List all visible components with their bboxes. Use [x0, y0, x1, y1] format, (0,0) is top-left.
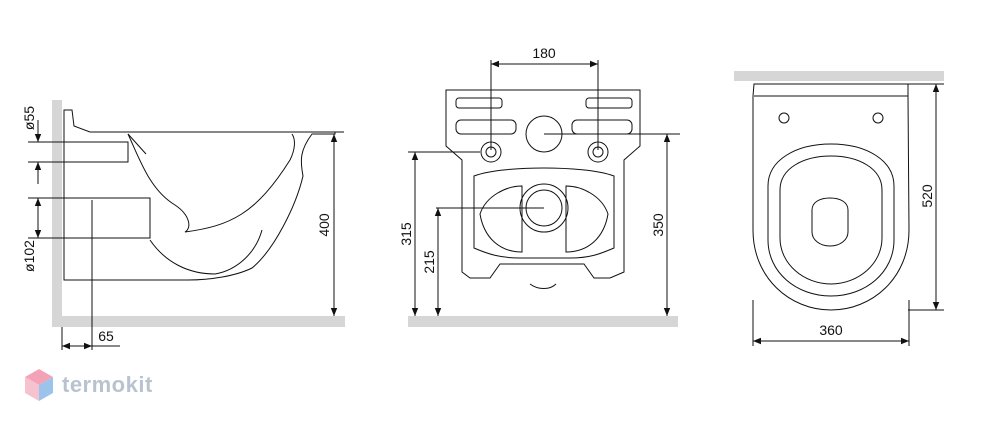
dim-pipe-top-label: ø55 — [21, 106, 37, 130]
back-view — [408, 60, 680, 327]
top-rim-inner — [779, 155, 883, 285]
side-bowl-outline — [63, 109, 336, 281]
cube-logo-icon — [25, 369, 53, 401]
back-floor — [408, 316, 678, 327]
side-bowl-inner — [127, 133, 295, 233]
top-view — [734, 71, 944, 346]
top-drain — [811, 197, 849, 247]
dim-mount-height-label: 315 — [398, 222, 414, 246]
dim-outlet-height-label: 215 — [421, 250, 437, 274]
side-view — [28, 100, 345, 350]
back-inner-plate — [473, 167, 615, 259]
back-slot-right — [585, 97, 633, 109]
watermark-text: termokit — [62, 372, 153, 397]
top-bowl-outline — [752, 83, 910, 311]
top-wall — [734, 71, 944, 81]
top-seat-hole-left — [778, 112, 790, 124]
side-bowl-trap — [149, 229, 263, 275]
dim-mount-spacing-label: 180 — [532, 45, 556, 61]
top-seat-hole-right — [872, 112, 884, 124]
back-slot-left — [455, 97, 503, 109]
back-slot-left-2 — [455, 119, 517, 135]
back-frame-outline — [445, 89, 641, 279]
watermark: termokit — [24, 368, 153, 402]
side-outlet-pipe — [63, 197, 151, 239]
back-slot-right-2 — [571, 119, 633, 135]
top-rim-outer — [767, 143, 895, 297]
dim-side-height-label: 400 — [316, 213, 332, 237]
side-wall — [52, 100, 62, 326]
side-inlet-pipe — [63, 141, 129, 163]
dim-width-label: 360 — [819, 322, 843, 338]
dim-wall-offset-label: 65 — [98, 328, 114, 344]
dim-inlet-height-label: 350 — [650, 213, 666, 237]
side-floor — [52, 316, 345, 327]
dim-length-label: 520 — [919, 184, 935, 208]
dim-pipe-bottom-label: ø102 — [21, 240, 37, 272]
